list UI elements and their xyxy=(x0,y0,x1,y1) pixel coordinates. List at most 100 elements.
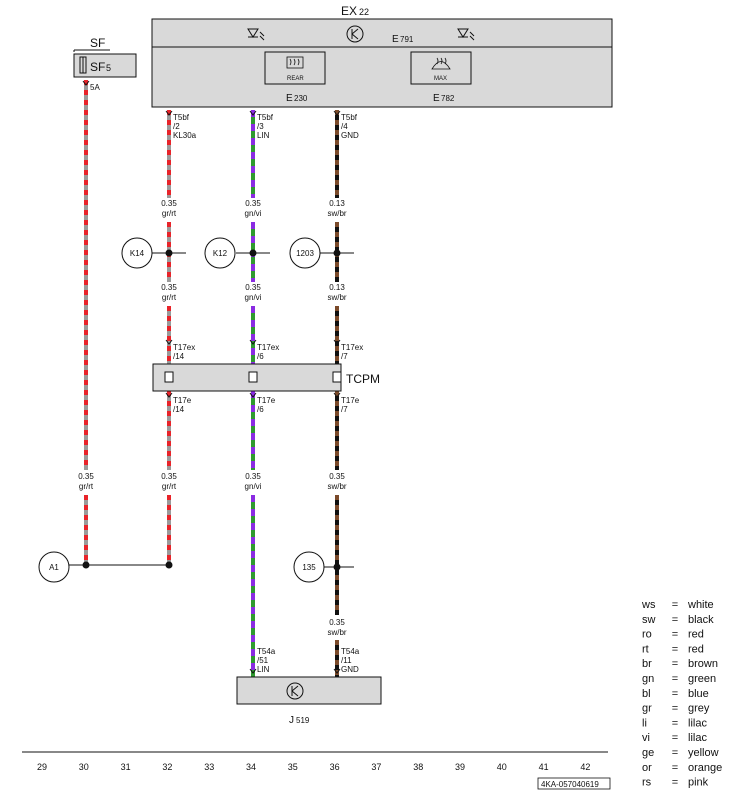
fuse-sf5: SF SF 5 5A xyxy=(73,36,137,92)
pin-arrow-10 xyxy=(249,668,257,674)
ruler-number: 30 xyxy=(79,762,89,772)
tcpm-top-pin-2: /6 xyxy=(257,352,264,361)
size-label-1a: 0.35 xyxy=(161,199,177,208)
gnd-conn: T54a xyxy=(341,647,360,656)
legend-eq: = xyxy=(672,732,678,744)
legend-meaning: green xyxy=(688,673,716,685)
switch-top-id: E xyxy=(392,34,399,45)
legend-eq: = xyxy=(672,658,678,670)
controller-box xyxy=(236,676,382,705)
legend-eq: = xyxy=(672,703,678,715)
doc-code: 4KA-057040619 xyxy=(541,780,599,789)
color-label-2a: gn/vi xyxy=(245,209,262,218)
color-label-3b: sw/br xyxy=(327,293,346,302)
pin-signal-2: LIN xyxy=(257,131,270,140)
tcpm-pin-icon-1 xyxy=(164,371,174,383)
legend-code: br xyxy=(642,658,652,670)
pin-no-1: /2 xyxy=(173,122,180,131)
module-sub: 22 xyxy=(359,7,369,17)
pin-no-2: /3 xyxy=(257,122,264,131)
splice-1203 xyxy=(289,237,321,269)
tcpm-top-conn-1: T17ex xyxy=(173,343,195,352)
ruler-number: 34 xyxy=(246,762,256,772)
controller-id: J xyxy=(289,715,294,726)
switch-rear-sub: 230 xyxy=(294,94,308,103)
pin-arrow-8 xyxy=(249,392,257,398)
splice-k12-label: K12 xyxy=(213,249,228,258)
pin-arrow-2 xyxy=(249,110,257,116)
legend-code: li xyxy=(642,717,647,729)
pin-conn-1: T5bf xyxy=(173,113,190,122)
pin-arrow-7 xyxy=(165,392,173,398)
module-body xyxy=(151,46,613,108)
legend-meaning: orange xyxy=(688,762,722,774)
pin-arrow-3 xyxy=(333,110,341,116)
color-label-1b: gr/rt xyxy=(162,293,177,302)
legend-eq: = xyxy=(672,762,678,774)
legend-eq: = xyxy=(672,614,678,626)
legend-meaning: blue xyxy=(688,688,709,700)
wire-size-labels-lower: 0.35 gr/rt 0.35 gr/rt 0.35 gn/vi 0.35 sw… xyxy=(78,472,347,491)
size-label-0c: 0.35 xyxy=(78,472,94,481)
pin-arrow-1 xyxy=(165,110,173,116)
node-a1-k14 xyxy=(165,561,173,569)
splice-row: K14 K12 1203 xyxy=(121,237,354,269)
legend-meaning: red xyxy=(688,629,704,641)
max-label: MAX xyxy=(434,76,447,82)
legend-meaning: grey xyxy=(688,703,710,715)
switch-top-sub: 791 xyxy=(400,35,414,44)
tcpm-bot-conn-2: T17e xyxy=(257,396,276,405)
rear-defrost-button xyxy=(264,51,326,85)
legend-code: or xyxy=(642,762,652,774)
fuse-id: SF xyxy=(90,60,105,74)
wire-size-labels-middle: 0.35 gr/rt 0.35 gn/vi 0.13 sw/br xyxy=(161,283,347,302)
max-defrost-button xyxy=(410,51,472,85)
tcpm-label: TCPM xyxy=(346,372,380,386)
ruler-number: 38 xyxy=(413,762,423,772)
legend-meaning: lilac xyxy=(688,732,707,744)
tcpm-pin-icon-3 xyxy=(332,371,342,383)
controller-sub: 519 xyxy=(296,716,310,725)
gnd-size-label: 0.35 xyxy=(329,618,345,627)
ruler-number: 41 xyxy=(539,762,549,772)
pin-arrow-4 xyxy=(165,339,173,345)
ruler-number: 40 xyxy=(497,762,507,772)
size-label-1c: 0.35 xyxy=(161,472,177,481)
rear-defrost-icon xyxy=(286,56,304,69)
legend-eq: = xyxy=(672,629,678,641)
tcpm-bot-pin-2: /6 xyxy=(257,405,264,414)
color-label-2b: gn/vi xyxy=(245,293,262,302)
legend-eq: = xyxy=(672,673,678,685)
ruler-number: 35 xyxy=(288,762,298,772)
tcpm-connector: T17ex /14 T17ex /6 T17ex /7 TCPM T17e /1… xyxy=(152,343,380,414)
size-label-3a: 0.13 xyxy=(329,199,345,208)
splice-a1-label: A1 xyxy=(49,563,59,572)
tcpm-bot-pin-3: /7 xyxy=(341,405,348,414)
legend-eq: = xyxy=(672,599,678,611)
size-label-2b: 0.35 xyxy=(245,283,261,292)
legend-meaning: white xyxy=(687,599,714,611)
ruler-number: 33 xyxy=(204,762,214,772)
color-label-1c: gr/rt xyxy=(162,482,177,491)
tcpm-top-conn-3: T17ex xyxy=(341,343,363,352)
pin-no-3: /4 xyxy=(341,122,348,131)
module-top-row xyxy=(151,18,613,48)
legend-eq: = xyxy=(672,643,678,655)
module-id: EX xyxy=(341,4,357,18)
splice-k14-label: K14 xyxy=(130,249,145,258)
wires-layer xyxy=(82,80,341,677)
node-k14 xyxy=(165,249,173,257)
splice-135-label: 135 xyxy=(302,563,316,572)
pin-signal-1: KL30a xyxy=(173,131,197,140)
size-label-1b: 0.35 xyxy=(161,283,177,292)
ruler-number: 31 xyxy=(121,762,131,772)
pin-arrow-0 xyxy=(82,80,90,86)
module-ex22: EX 22 E 791 REAR xyxy=(151,4,613,108)
pin-arrow-6 xyxy=(333,339,341,345)
gnd-pin: /11 xyxy=(341,656,352,665)
color-label-1a: gr/rt xyxy=(162,209,177,218)
legend-code: ge xyxy=(642,747,654,759)
wire-size-labels-upper: 0.35 gr/rt 0.35 gn/vi 0.13 sw/br xyxy=(161,199,347,218)
controller-j519: J 519 xyxy=(236,676,382,726)
